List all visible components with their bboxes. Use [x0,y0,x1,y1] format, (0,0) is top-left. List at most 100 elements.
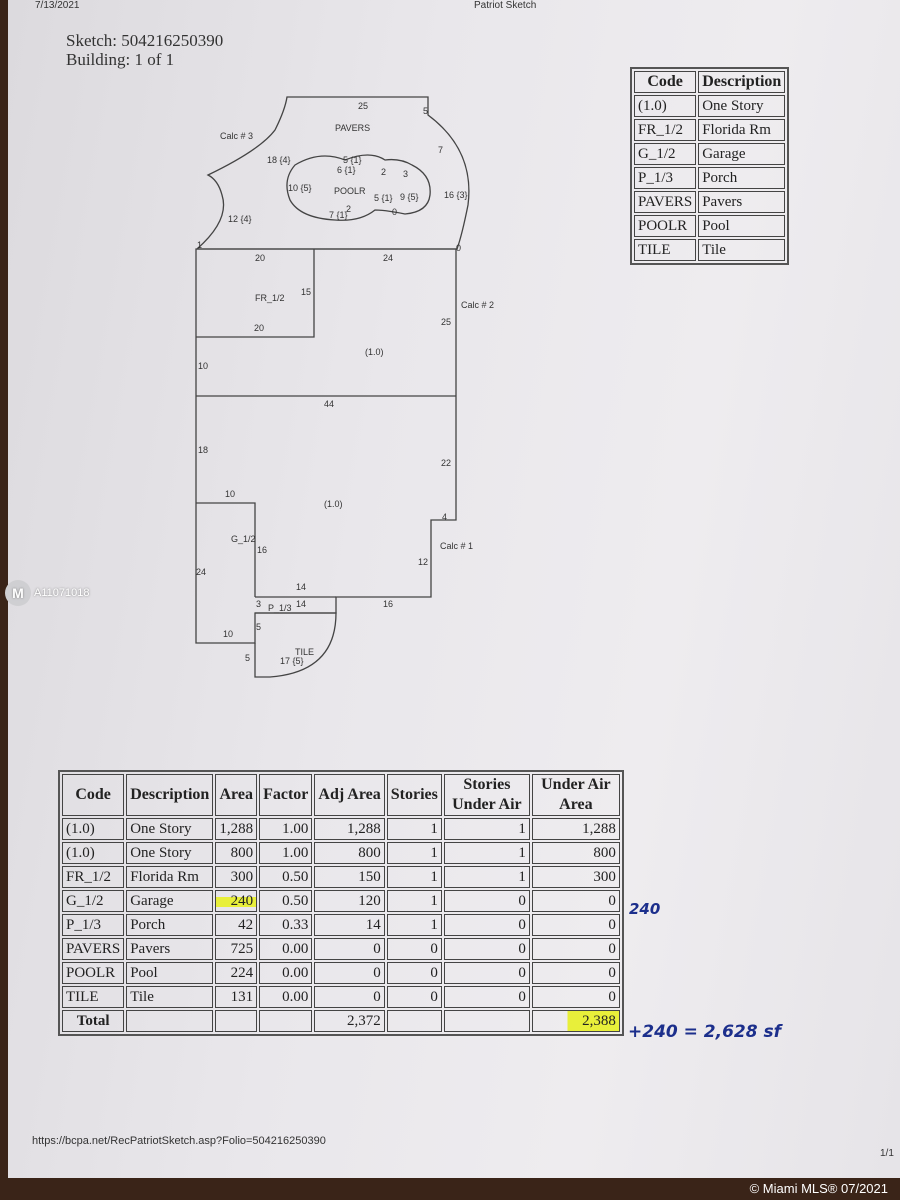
page-number: 1/1 [880,1148,894,1159]
dim-label: 5 {1} [343,155,362,165]
table-cell: 1 [386,818,442,840]
dim-label: 9 {5} [400,192,419,202]
table-cell: Total [62,1010,125,1032]
table-cell: 800 [531,842,620,864]
column-header: Stories Under Air [443,774,530,816]
table-cell: 0 [443,962,530,984]
table-cell: 14 [314,914,385,936]
table-cell [259,1010,313,1032]
table-cell: 0 [531,890,620,912]
listing-id: A11071018 [34,587,90,599]
table-cell: 0 [531,986,620,1008]
area-label: (1.0) [324,499,343,509]
dim-label: 6 {1} [337,165,356,175]
table-cell: 120 [314,890,385,912]
table-cell: 1 [443,842,530,864]
dim-label: 5 [256,622,261,632]
table-cell: One Story [126,818,214,840]
dim-label: 24 [383,253,393,263]
dim-label: 2 [381,167,386,177]
dim-label: 20 [254,323,264,333]
table-cell: 800 [314,842,385,864]
dim-label: 17 {5} [280,656,304,666]
calc-label: Calc # 2 [461,300,494,310]
dim-label: 16 [257,545,267,555]
table-cell: 0.00 [259,986,313,1008]
table-cell: 1 [386,890,442,912]
dim-label: 0 [392,207,397,217]
table-cell: 0 [531,938,620,960]
dim-label: 5 [423,106,428,116]
table-cell: 0 [531,914,620,936]
document-page: 7/13/2021 Patriot Sketch Sketch: 5042162… [8,0,900,1178]
table-cell: Florida Rm [126,866,214,888]
table-cell: 1.00 [259,842,313,864]
table-cell: Porch [126,914,214,936]
table-cell [215,1010,258,1032]
dim-label: 7 {1} [329,210,348,220]
area-label: FR_1/2 [255,293,285,303]
mls-watermark: M A11071018 [5,580,89,606]
dim-label: 24 [196,567,206,577]
column-header: Code [634,71,697,93]
table-cell: 1,288 [314,818,385,840]
dim-label: 15 [301,287,311,297]
table-cell: 2,388 [531,1010,620,1032]
handwritten-total-note: +240 = 2,628 sf [628,1022,782,1042]
table-cell: 0 [386,962,442,984]
dim-label: 10 [225,489,235,499]
column-header: Stories [386,774,442,816]
table-cell: 0 [386,986,442,1008]
table-cell: 1 [386,842,442,864]
dim-label: 3 [256,599,261,609]
table-cell: Pool [126,962,214,984]
house-outline [195,248,457,644]
calc-label: Calc # 3 [220,131,253,141]
table-cell: 0 [314,962,385,984]
table-cell: Tile [126,986,214,1008]
table-cell: 150 [314,866,385,888]
table-cell: POOLR [62,962,125,984]
column-header: Description [698,71,786,93]
dim-label: 25 [358,101,368,111]
table-cell: (1.0) [62,842,125,864]
table-cell: P_1/3 [62,914,125,936]
garage [196,502,256,597]
table-row: (1.0)One Story [634,95,786,117]
table-cell: G_1/2 [62,890,125,912]
dim-label: 4 [442,512,447,522]
pool-outline [286,154,431,221]
dim-label: 10 [223,629,233,639]
area-label: POOLR [334,186,366,196]
table-cell: Garage [126,890,214,912]
calc-label: Calc # 1 [440,541,473,551]
table-cell: 1 [443,818,530,840]
print-title: Patriot Sketch [474,0,537,11]
table-cell: 224 [215,962,258,984]
table-cell: 0 [443,938,530,960]
dim-label: 0 [456,243,461,253]
dim-label: 3 [403,169,408,179]
table-cell: 0.50 [259,866,313,888]
column-header: Description [126,774,214,816]
area-label: TILE [295,647,314,657]
dim-label: 16 {3} [444,190,468,200]
print-date: 7/13/2021 [35,0,80,11]
table-cell: One Story [126,842,214,864]
column-header: Code [62,774,125,816]
table-cell: 0 [443,890,530,912]
table-cell: 1.00 [259,818,313,840]
table-cell: 0 [386,938,442,960]
area-label: PAVERS [335,123,370,133]
column-header: Factor [259,774,313,816]
